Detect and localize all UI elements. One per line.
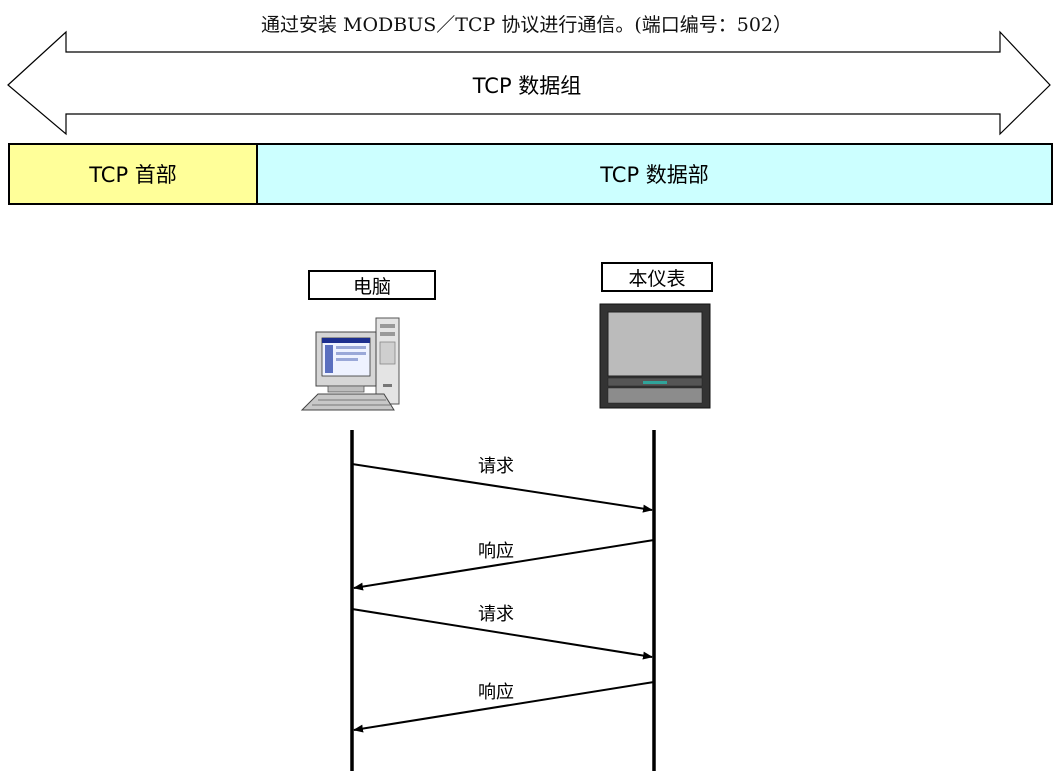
response-label-2: 响应 bbox=[478, 682, 514, 703]
response-arrow-1 bbox=[353, 539, 655, 591]
packet-arrow-shape bbox=[7, 30, 1051, 136]
caption: 通过安装 MODBUS／TCP 协议进行通信。(端口编号：502） bbox=[260, 14, 792, 36]
response-arrow-2 bbox=[353, 681, 655, 733]
pc-label: 电脑 bbox=[308, 270, 436, 300]
tcp-data-label: TCP 数据部 bbox=[600, 163, 709, 187]
request-label-1: 请求 bbox=[478, 456, 514, 477]
instrument-icon bbox=[599, 303, 711, 409]
request-label-2: 请求 bbox=[478, 604, 514, 625]
tcp-header-label: TCP 首部 bbox=[89, 163, 177, 187]
request-arrow-2 bbox=[351, 608, 653, 660]
packet-title: TCP 数据组 bbox=[472, 74, 582, 98]
device-label: 本仪表 bbox=[601, 262, 713, 292]
computer-icon bbox=[300, 317, 400, 411]
tcp-header-segment: TCP 首部 bbox=[8, 143, 258, 205]
packet-double-arrow: TCP 数据组 bbox=[7, 30, 1051, 136]
request-arrow-1 bbox=[351, 463, 653, 513]
tcp-data-segment: TCP 数据部 bbox=[256, 143, 1053, 205]
response-label-1: 响应 bbox=[478, 541, 514, 562]
